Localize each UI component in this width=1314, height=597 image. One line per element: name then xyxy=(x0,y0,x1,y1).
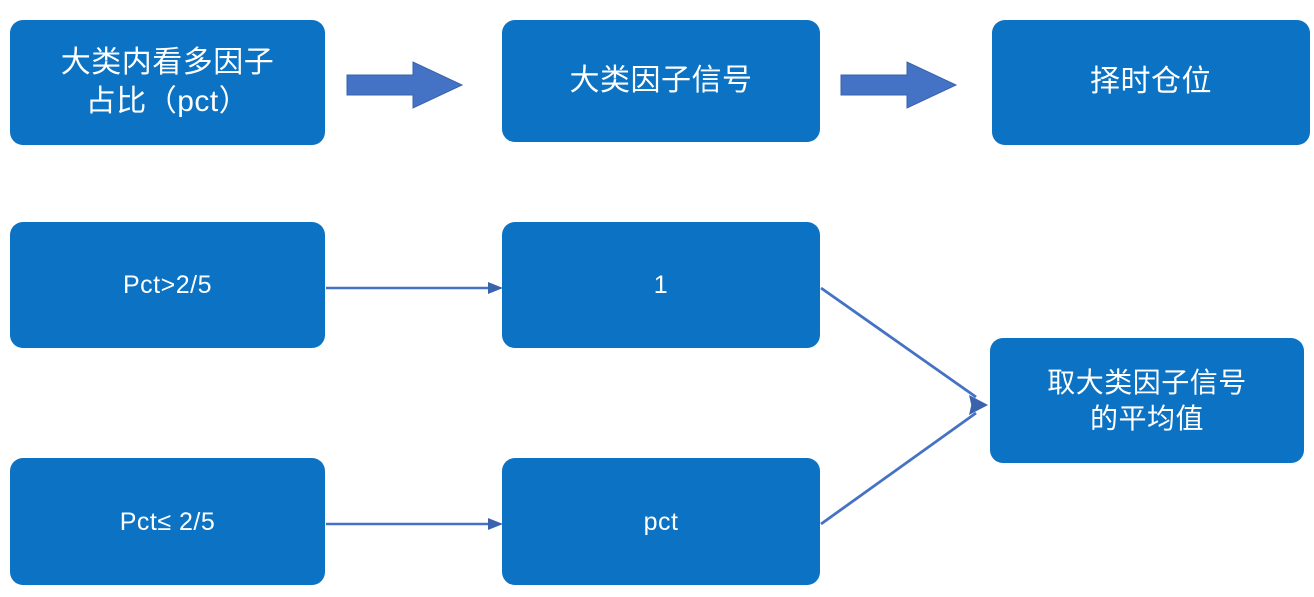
node-factor-signal-label: 大类因子信号 xyxy=(569,63,753,97)
diagonal-arrow-shaft-value-pct-to-average xyxy=(820,411,977,526)
node-timing-position-label: 择时仓位 xyxy=(1090,65,1212,99)
node-pct-less-equal-label: Pct≤ 2/5 xyxy=(119,507,216,536)
node-pct-less-equal[interactable]: Pct≤ 2/5 xyxy=(10,458,325,585)
node-value-pct[interactable]: pct xyxy=(502,458,820,585)
node-average-signal[interactable]: 取大类因子信号 的平均值 xyxy=(990,338,1304,463)
node-average-signal-label: 取大类因子信号 的平均值 xyxy=(1047,366,1247,434)
node-pct-ratio[interactable]: 大类内看多因子 占比（pct） xyxy=(10,20,325,145)
node-pct-ratio-label: 大类内看多因子 占比（pct） xyxy=(60,46,275,118)
block-arrow-pct-ratio-to-factor-signal xyxy=(346,61,464,109)
node-value-one[interactable]: 1 xyxy=(502,222,820,348)
node-pct-greater-label: Pct>2/5 xyxy=(123,271,212,299)
line-arrow-head-pct-less-equal-to-value-pct xyxy=(488,518,503,530)
node-factor-signal[interactable]: 大类因子信号 xyxy=(502,20,820,142)
node-pct-greater[interactable]: Pct>2/5 xyxy=(10,222,325,348)
diagonal-arrow-head-value-one-to-average xyxy=(969,395,988,408)
node-timing-position[interactable]: 择时仓位 xyxy=(992,20,1310,145)
diagonal-arrow-shaft-value-one-to-average xyxy=(820,286,977,399)
diagonal-arrow-head-value-pct-to-average xyxy=(969,402,988,415)
node-value-one-label: 1 xyxy=(653,271,669,299)
line-arrow-head-pct-greater-to-value-one xyxy=(488,282,503,294)
block-arrow-factor-signal-to-timing-position xyxy=(840,61,958,109)
node-value-pct-label: pct xyxy=(643,507,679,536)
